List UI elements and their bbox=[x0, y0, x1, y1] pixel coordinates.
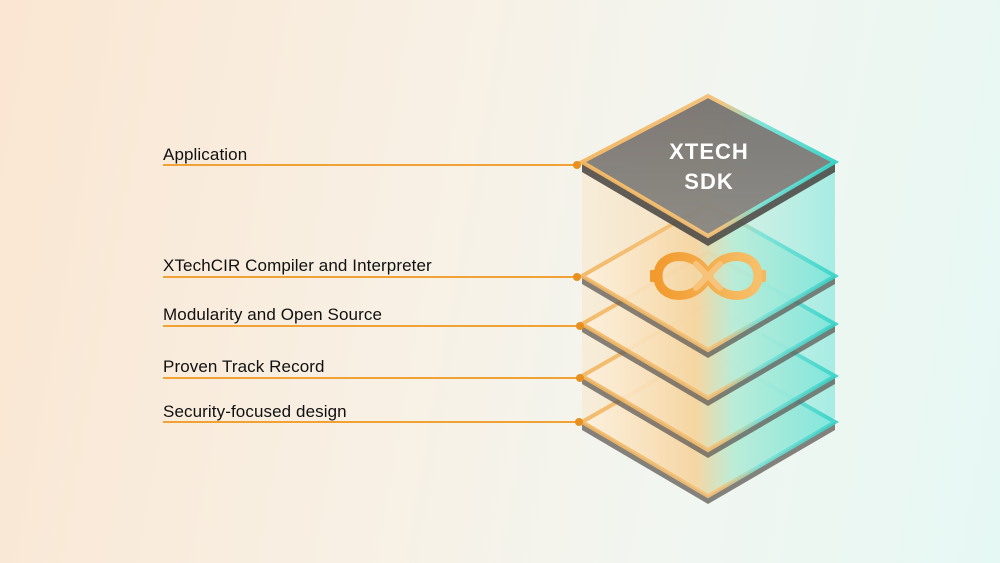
label-application: Application bbox=[163, 145, 248, 164]
connector-dot-security bbox=[575, 418, 583, 426]
connector-modularity bbox=[163, 325, 578, 327]
label-modularity: Modularity and Open Source bbox=[163, 305, 383, 324]
connector-application bbox=[163, 164, 578, 166]
connector-track-record bbox=[163, 377, 578, 379]
infinity-x-logo-icon bbox=[650, 252, 766, 300]
layer-application bbox=[577, 93, 840, 246]
label-track-record: Proven Track Record bbox=[163, 357, 325, 376]
connector-dot-application bbox=[573, 161, 581, 169]
sdk-title-line1: XTECH bbox=[669, 139, 749, 164]
sdk-title-line2: SDK bbox=[684, 169, 734, 194]
connector-security bbox=[163, 421, 578, 423]
connector-dot-compiler bbox=[573, 273, 581, 281]
label-security: Security-focused design bbox=[163, 402, 347, 421]
connector-dot-track-record bbox=[576, 374, 584, 382]
connector-dot-modularity bbox=[576, 322, 584, 330]
label-compiler: XTechCIR Compiler and Interpreter bbox=[163, 256, 432, 275]
connector-compiler bbox=[163, 276, 578, 278]
